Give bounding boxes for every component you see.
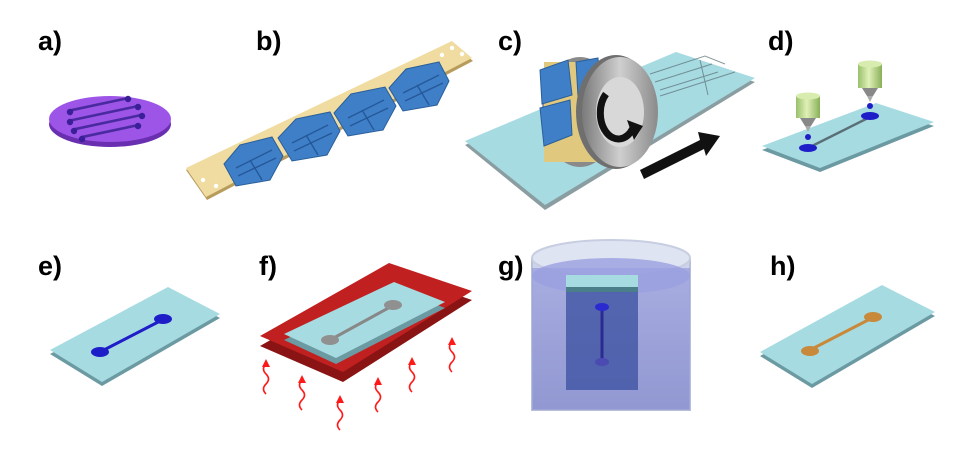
panel-label-g: g): [498, 251, 523, 281]
panel-g: g): [498, 239, 691, 411]
trace-pad-right: [864, 312, 882, 322]
ink-pad-e-right: [154, 314, 172, 324]
curved-arrow-icon: [596, 91, 643, 143]
wafer-mold: [49, 95, 171, 147]
nozzle-right: [858, 60, 882, 109]
panel-b: b): [186, 26, 473, 200]
panel-f: f): [259, 251, 472, 431]
ink-pad-right: [861, 112, 879, 120]
panel-label-d: d): [768, 26, 793, 56]
substrate-d: [762, 103, 934, 172]
ink-pad-left: [799, 144, 817, 152]
panel-label-f: f): [259, 251, 277, 281]
panel-label-h: h): [770, 251, 795, 281]
trace-pad-left: [801, 346, 819, 356]
panel-h: h): [760, 251, 935, 388]
nozzle-left: [796, 92, 820, 140]
stamp-tiles: [223, 61, 450, 187]
wavy-arrow-icon: [262, 337, 456, 431]
ink-pad-e-left: [91, 347, 109, 357]
panel-label-b: b): [256, 26, 281, 56]
panel-a: a): [38, 26, 171, 147]
panel-c: c): [465, 26, 755, 210]
panel-e: e): [38, 251, 220, 386]
stamp-sheet: [186, 41, 473, 200]
substrate-h: [760, 285, 935, 388]
panel-label-a: a): [38, 26, 62, 56]
immersed-slide: [566, 275, 638, 390]
panel-label-c: c): [498, 26, 522, 56]
roller-drum: [539, 55, 658, 169]
substrate-e: [50, 287, 220, 386]
panel-label-e: e): [38, 251, 62, 281]
straight-arrow-icon: [640, 132, 720, 179]
panel-d: d): [762, 26, 934, 172]
